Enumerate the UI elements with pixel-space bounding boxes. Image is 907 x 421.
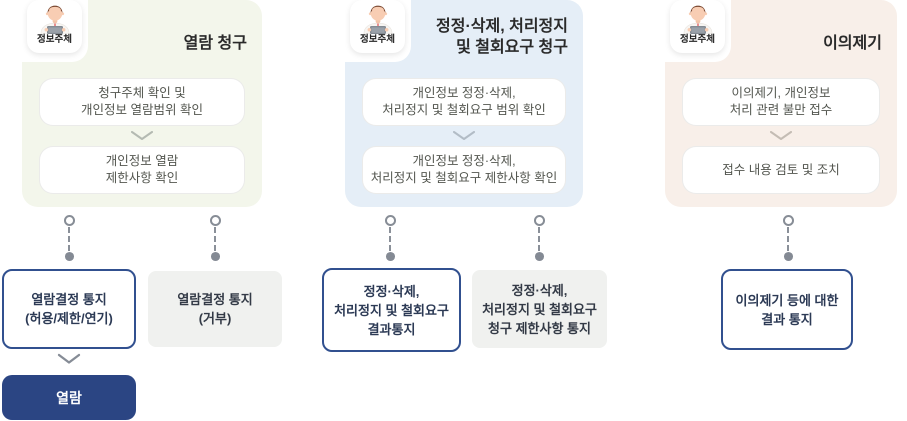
data-subject-badge: 정보주체 bbox=[27, 0, 82, 53]
panel-objection: 정보주체 이의제기 이의제기, 개인정보 처리 관련 불만 접수 접수 내용 검… bbox=[665, 0, 897, 207]
connector-dot-solid bbox=[783, 252, 793, 261]
chevron-down-icon bbox=[57, 352, 81, 365]
dashed-connector bbox=[209, 215, 221, 261]
connector-dash-line bbox=[214, 226, 216, 252]
outcome-objection-result-notice: 이의제기 등에 대한 결과 통지 bbox=[721, 269, 853, 350]
dashed-connector bbox=[782, 215, 794, 261]
person-laptop-icon bbox=[35, 2, 75, 34]
connector-dot-open bbox=[384, 215, 396, 226]
connector-dot-solid bbox=[385, 252, 395, 261]
chevron-down-icon bbox=[39, 126, 245, 146]
step-box: 청구주체 확인 및 개인정보 열람범위 확인 bbox=[39, 78, 245, 126]
chevron-down-icon bbox=[682, 126, 880, 146]
panel-title-objection: 이의제기 bbox=[823, 35, 882, 52]
connector-dot-open bbox=[209, 215, 221, 226]
steps-objection: 이의제기, 개인정보 처리 관련 불만 접수 접수 내용 검토 및 조치 bbox=[682, 78, 880, 194]
step-box: 접수 내용 검토 및 조치 bbox=[682, 146, 880, 194]
data-subject-badge: 정보주체 bbox=[670, 0, 725, 53]
connector-dash-line bbox=[538, 226, 540, 252]
connector-dot-open bbox=[533, 215, 545, 226]
connector-dot-solid bbox=[210, 252, 220, 261]
panel-access-request: 정보주체 열람 청구 청구주체 확인 및 개인정보 열람범위 확인 개인정보 열… bbox=[22, 0, 262, 207]
connector-dash-line bbox=[68, 226, 70, 252]
dashed-connector bbox=[533, 215, 545, 261]
person-laptop-icon bbox=[358, 2, 398, 34]
badge-label: 정보주체 bbox=[360, 34, 395, 45]
chevron-down-icon bbox=[362, 126, 566, 146]
final-action-access: 열람 bbox=[2, 375, 136, 420]
panel-correction-request: 정보주체 정정·삭제, 처리정지 및 철회요구 청구 개인정보 정정·삭제, 처… bbox=[345, 0, 583, 207]
outcome-correction-result-notice: 정정·삭제, 처리정지 및 철회요구 결과통지 bbox=[322, 268, 461, 352]
dashed-connector bbox=[384, 215, 396, 261]
steps-access: 청구주체 확인 및 개인정보 열람범위 확인 개인정보 열람 제한사항 확인 bbox=[39, 78, 245, 194]
badge-label: 정보주체 bbox=[37, 34, 72, 45]
outcome-access-decision-notice: 열람결정 통지 (허용/제한/연기) bbox=[2, 269, 136, 349]
connector-dot-solid bbox=[534, 252, 544, 261]
step-box: 개인정보 열람 제한사항 확인 bbox=[39, 146, 245, 194]
step-box: 이의제기, 개인정보 처리 관련 불만 접수 bbox=[682, 78, 880, 126]
step-box: 개인정보 정정·삭제, 처리정지 및 철회요구 범위 확인 bbox=[362, 78, 566, 126]
connector-dash-line bbox=[787, 226, 789, 252]
step-box: 개인정보 정정·삭제, 처리정지 및 철회요구 제한사항 확인 bbox=[362, 146, 566, 194]
dashed-connector bbox=[63, 215, 75, 261]
outcome-access-decision-refusal: 열람결정 통지 (거부) bbox=[148, 271, 282, 347]
connector-dash-line bbox=[389, 226, 391, 252]
person-laptop-icon bbox=[678, 2, 718, 34]
steps-correction: 개인정보 정정·삭제, 처리정지 및 철회요구 범위 확인 개인정보 정정·삭제… bbox=[362, 78, 566, 194]
connector-dot-open bbox=[782, 215, 794, 226]
connector-dot-solid bbox=[64, 252, 74, 261]
panel-title-correction: 정정·삭제, 처리정지 및 철회요구 청구 bbox=[436, 18, 568, 56]
badge-label: 정보주체 bbox=[680, 34, 715, 45]
data-subject-badge: 정보주체 bbox=[350, 0, 405, 53]
outcome-correction-restriction-notice: 정정·삭제, 처리정지 및 철회요구 청구 제한사항 통지 bbox=[472, 270, 607, 348]
panel-title-access: 열람 청구 bbox=[183, 35, 247, 52]
connector-dot-open bbox=[63, 215, 75, 226]
